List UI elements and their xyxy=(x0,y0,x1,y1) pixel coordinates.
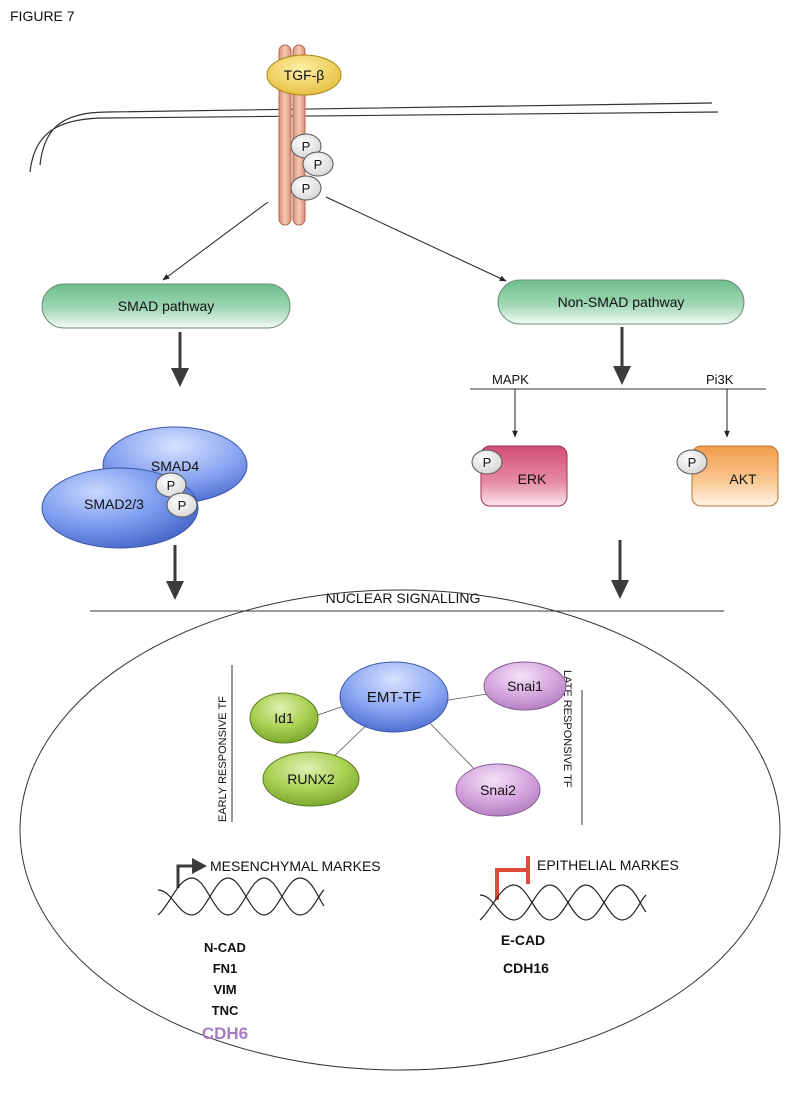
emt-tf-hub: EMT-TF xyxy=(339,661,449,733)
gene-label: VIM xyxy=(213,982,236,997)
phospho-badge: P xyxy=(471,449,503,475)
early-responsive-label: EARLY RESPONSIVE TF xyxy=(217,665,233,822)
svg-text:P: P xyxy=(302,181,311,196)
mesenchymal-dna-helix xyxy=(157,877,325,916)
cell-membrane xyxy=(29,102,719,173)
gene-label-highlight: CDH6 xyxy=(202,1024,248,1043)
mesenchymal-markers-title: MESENCHYMAL MARKES xyxy=(210,858,381,874)
svg-text:AKT: AKT xyxy=(729,471,757,487)
svg-text:ERK: ERK xyxy=(518,471,547,487)
epithelial-gene-list: E-CAD CDH16 xyxy=(501,932,549,976)
gene-label: N-CAD xyxy=(204,940,246,955)
svg-text:SMAD4: SMAD4 xyxy=(151,458,199,474)
gene-label: FN1 xyxy=(213,961,238,976)
svg-text:P: P xyxy=(688,455,697,470)
gene-label: E-CAD xyxy=(501,932,545,948)
mesenchymal-promoter-arrow xyxy=(176,858,207,888)
smad-pathway-box: SMAD pathway xyxy=(41,283,291,329)
epithelial-markers-title: EPITHELIAL MARKES xyxy=(537,857,679,873)
tf-node-snai1: Snai1 xyxy=(483,661,567,711)
mesenchymal-gene-list: N-CAD FN1 VIM TNC CDH6 xyxy=(202,940,248,1043)
smad-phospho-group: P P xyxy=(155,472,198,518)
phospho-badge: P xyxy=(290,175,322,201)
svg-text:SMAD pathway: SMAD pathway xyxy=(118,298,214,314)
svg-text:P: P xyxy=(314,157,323,172)
mapk-label: MAPK xyxy=(492,372,529,387)
phospho-badge: P xyxy=(166,492,198,518)
svg-text:RUNX2: RUNX2 xyxy=(287,771,335,787)
svg-text:EMT-TF: EMT-TF xyxy=(367,689,421,706)
svg-text:Id1: Id1 xyxy=(274,710,294,726)
epithelial-repression-symbol xyxy=(495,856,530,900)
receptor-phospho-group: P P P xyxy=(290,133,334,201)
tf-node-id1: Id1 xyxy=(249,692,319,744)
nucleus xyxy=(19,589,781,1071)
late-responsive-label: LATE RESPONSIVE TF xyxy=(561,670,583,825)
nuclear-signalling-title: NUCLEAR SIGNALLING xyxy=(326,590,481,606)
svg-text:EARLY RESPONSIVE TF: EARLY RESPONSIVE TF xyxy=(217,696,229,822)
svg-text:TGF-β: TGF-β xyxy=(284,67,325,83)
smad-down-arrow xyxy=(171,332,189,387)
akt-node: AKT P xyxy=(676,445,779,507)
erk-node: ERK P xyxy=(471,445,568,507)
svg-text:P: P xyxy=(483,455,492,470)
phospho-badge: P xyxy=(302,151,334,177)
pi3k-label: Pi3K xyxy=(706,372,734,387)
tf-node-runx2: RUNX2 xyxy=(262,751,360,807)
smad-to-nucleus-arrow xyxy=(166,545,184,600)
arrow-to-smad xyxy=(162,201,269,281)
svg-text:P: P xyxy=(167,478,176,493)
phospho-badge: P xyxy=(676,449,708,475)
arrow-to-non-smad xyxy=(325,196,507,282)
non-smad-pathway-box: Non-SMAD pathway xyxy=(497,279,745,325)
svg-text:P: P xyxy=(178,498,187,513)
svg-text:Snai1: Snai1 xyxy=(507,678,543,694)
svg-text:P: P xyxy=(302,139,311,154)
kinase-to-nucleus-arrow xyxy=(611,540,629,599)
epithelial-dna-helix xyxy=(479,884,647,921)
figure-label: FIGURE 7 xyxy=(10,8,75,24)
tgf-beta-ligand: TGF-β xyxy=(266,54,342,96)
svg-text:SMAD2/3: SMAD2/3 xyxy=(84,496,144,512)
gene-label: TNC xyxy=(212,1003,239,1018)
non-smad-down-arrow xyxy=(613,327,631,385)
svg-text:Non-SMAD pathway: Non-SMAD pathway xyxy=(558,294,685,310)
gene-label: CDH16 xyxy=(503,960,549,976)
svg-text:LATE RESPONSIVE TF: LATE RESPONSIVE TF xyxy=(561,670,573,788)
svg-text:Snai2: Snai2 xyxy=(480,782,516,798)
tf-node-snai2: Snai2 xyxy=(455,763,541,817)
